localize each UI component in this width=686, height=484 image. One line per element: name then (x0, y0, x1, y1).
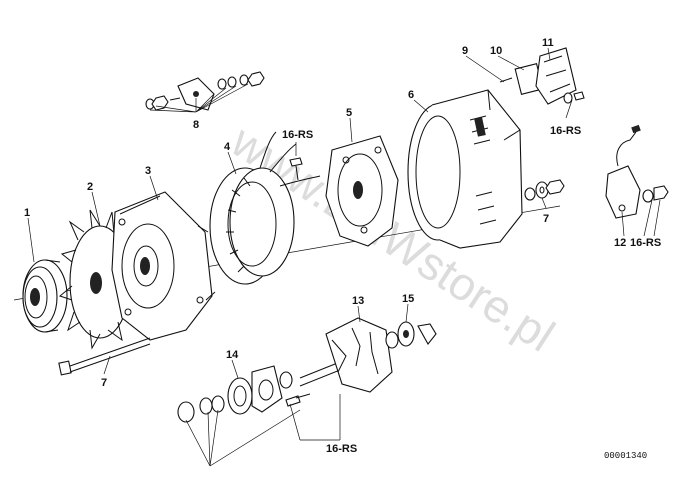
nut-washer-set-right (524, 179, 565, 201)
label-part-4: 4 (224, 141, 231, 153)
part-labels: 1 2 3 4 5 6 7 7 8 9 10 11 12 13 14 15 16… (24, 37, 661, 455)
label-part-10: 10 (490, 45, 502, 57)
pulley-part (22, 259, 68, 333)
label-part-14: 14 (226, 349, 239, 361)
label-part-13: 13 (352, 295, 364, 307)
leader-lines (27, 47, 661, 467)
label-part-3: 3 (145, 165, 151, 177)
label-screw-right: 16-RS (550, 125, 581, 137)
rotor-part (279, 317, 437, 393)
label-part-7-nut: 7 (543, 213, 549, 225)
rear-housing-part (407, 89, 523, 249)
label-part-2: 2 (87, 181, 93, 193)
label-part-9: 9 (462, 45, 468, 57)
brush-holder-plate-part (325, 135, 399, 247)
label-part-1: 1 (24, 207, 30, 219)
label-part-12: 12 (614, 237, 626, 249)
terminal-hardware-part (145, 71, 265, 111)
suppression-capacitor-part (605, 124, 669, 219)
stator-part (209, 131, 321, 285)
label-part-6: 6 (408, 89, 414, 101)
voltage-regulator-part (499, 47, 585, 105)
label-screw-top: 16-RS (282, 129, 313, 141)
drawing-reference-code: 00001340 (604, 451, 647, 461)
front-housing-part (111, 191, 216, 341)
through-bolt-part (58, 337, 151, 376)
label-screw-bottom: 16-RS (326, 443, 357, 455)
label-part-15: 15 (402, 293, 414, 305)
label-part-5: 5 (346, 107, 352, 119)
label-screw-part-12: 16-RS (630, 237, 661, 249)
label-part-7-bolt: 7 (101, 377, 107, 389)
screw-top (289, 157, 303, 181)
label-part-11: 11 (542, 37, 554, 49)
label-part-8: 8 (193, 119, 199, 131)
